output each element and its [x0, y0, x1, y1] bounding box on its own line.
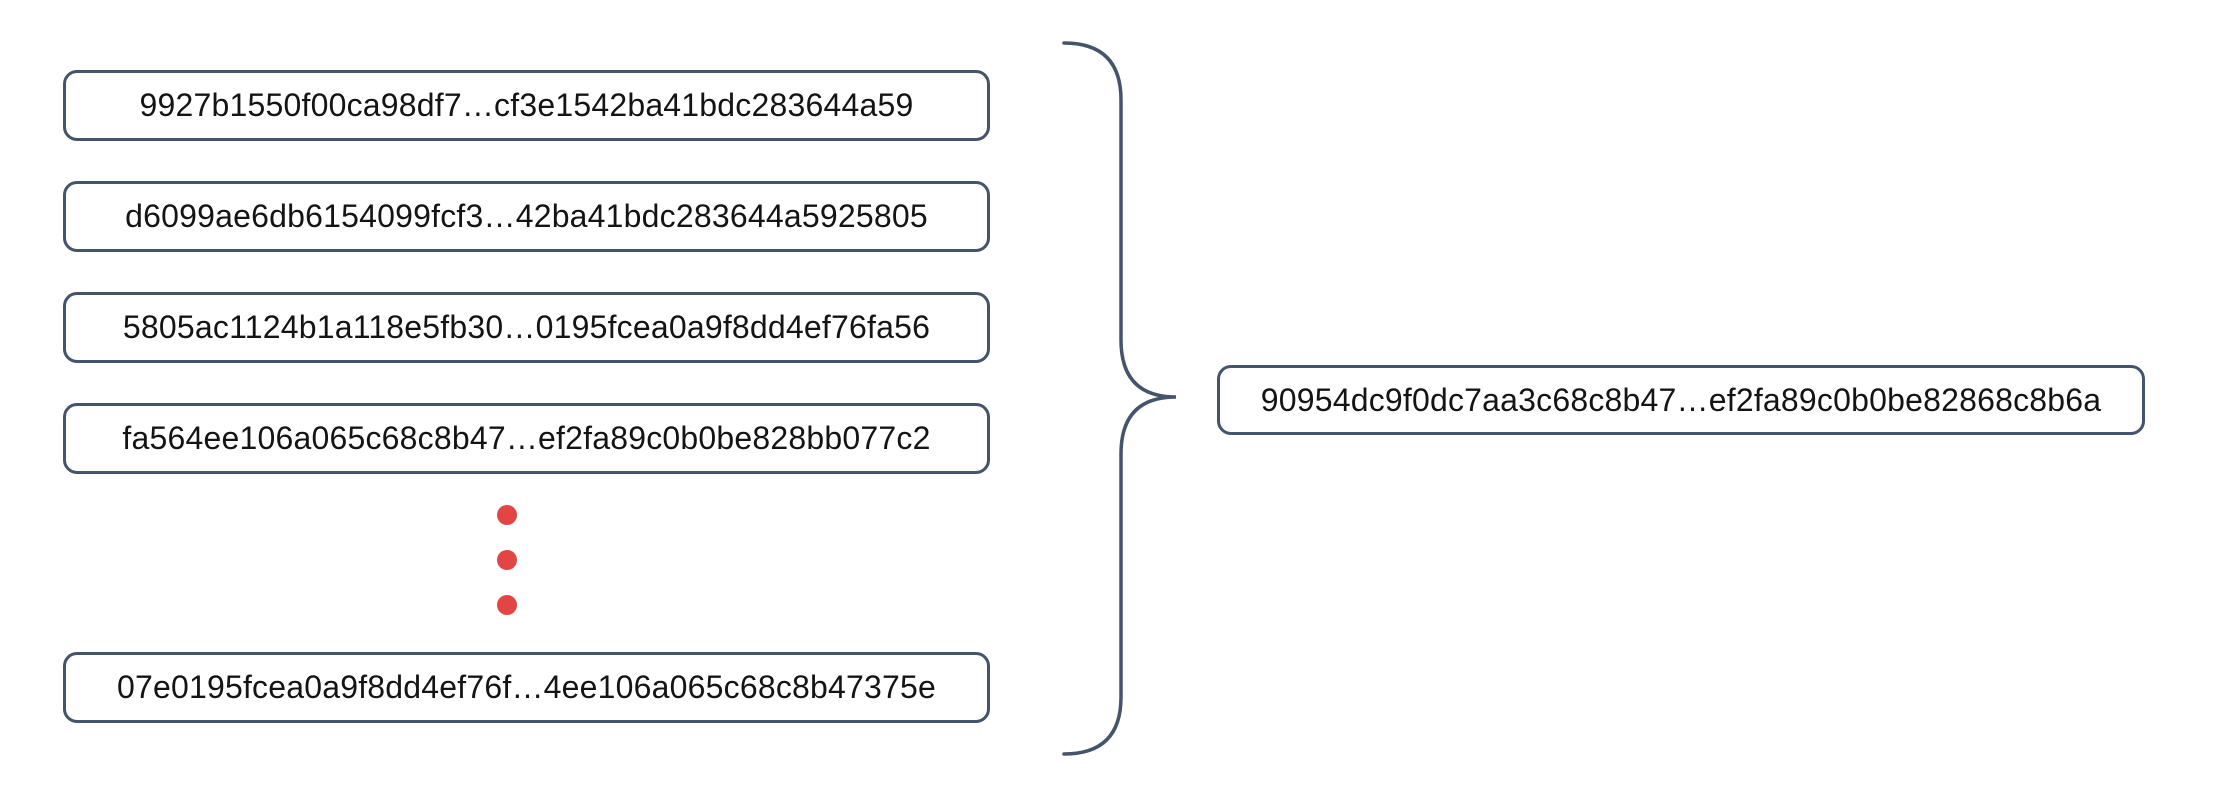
input-hash-box-1: 9927b1550f00ca98df7…cf3e1542ba41bdc28364…	[63, 70, 990, 141]
input-hash-box-3: 5805ac1124b1a118e5fb30…0195fcea0a9f8dd4e…	[63, 292, 990, 363]
output-hash-box: 90954dc9f0dc7aa3c68c8b47…ef2fa89c0b0be82…	[1217, 365, 2145, 435]
input-hash-box-4: fa564ee106a065c68c8b47…ef2fa89c0b0be828b…	[63, 403, 990, 474]
vertical-ellipsis-icon	[497, 505, 517, 615]
ellipsis-dot	[497, 550, 517, 570]
input-hash-box-2: d6099ae6db6154099fcf3…42ba41bdc283644a59…	[63, 181, 990, 252]
input-hash-box-last: 07e0195fcea0a9f8dd4ef76f…4ee106a065c68c8…	[63, 652, 990, 723]
ellipsis-dot	[497, 595, 517, 615]
ellipsis-dot	[497, 505, 517, 525]
